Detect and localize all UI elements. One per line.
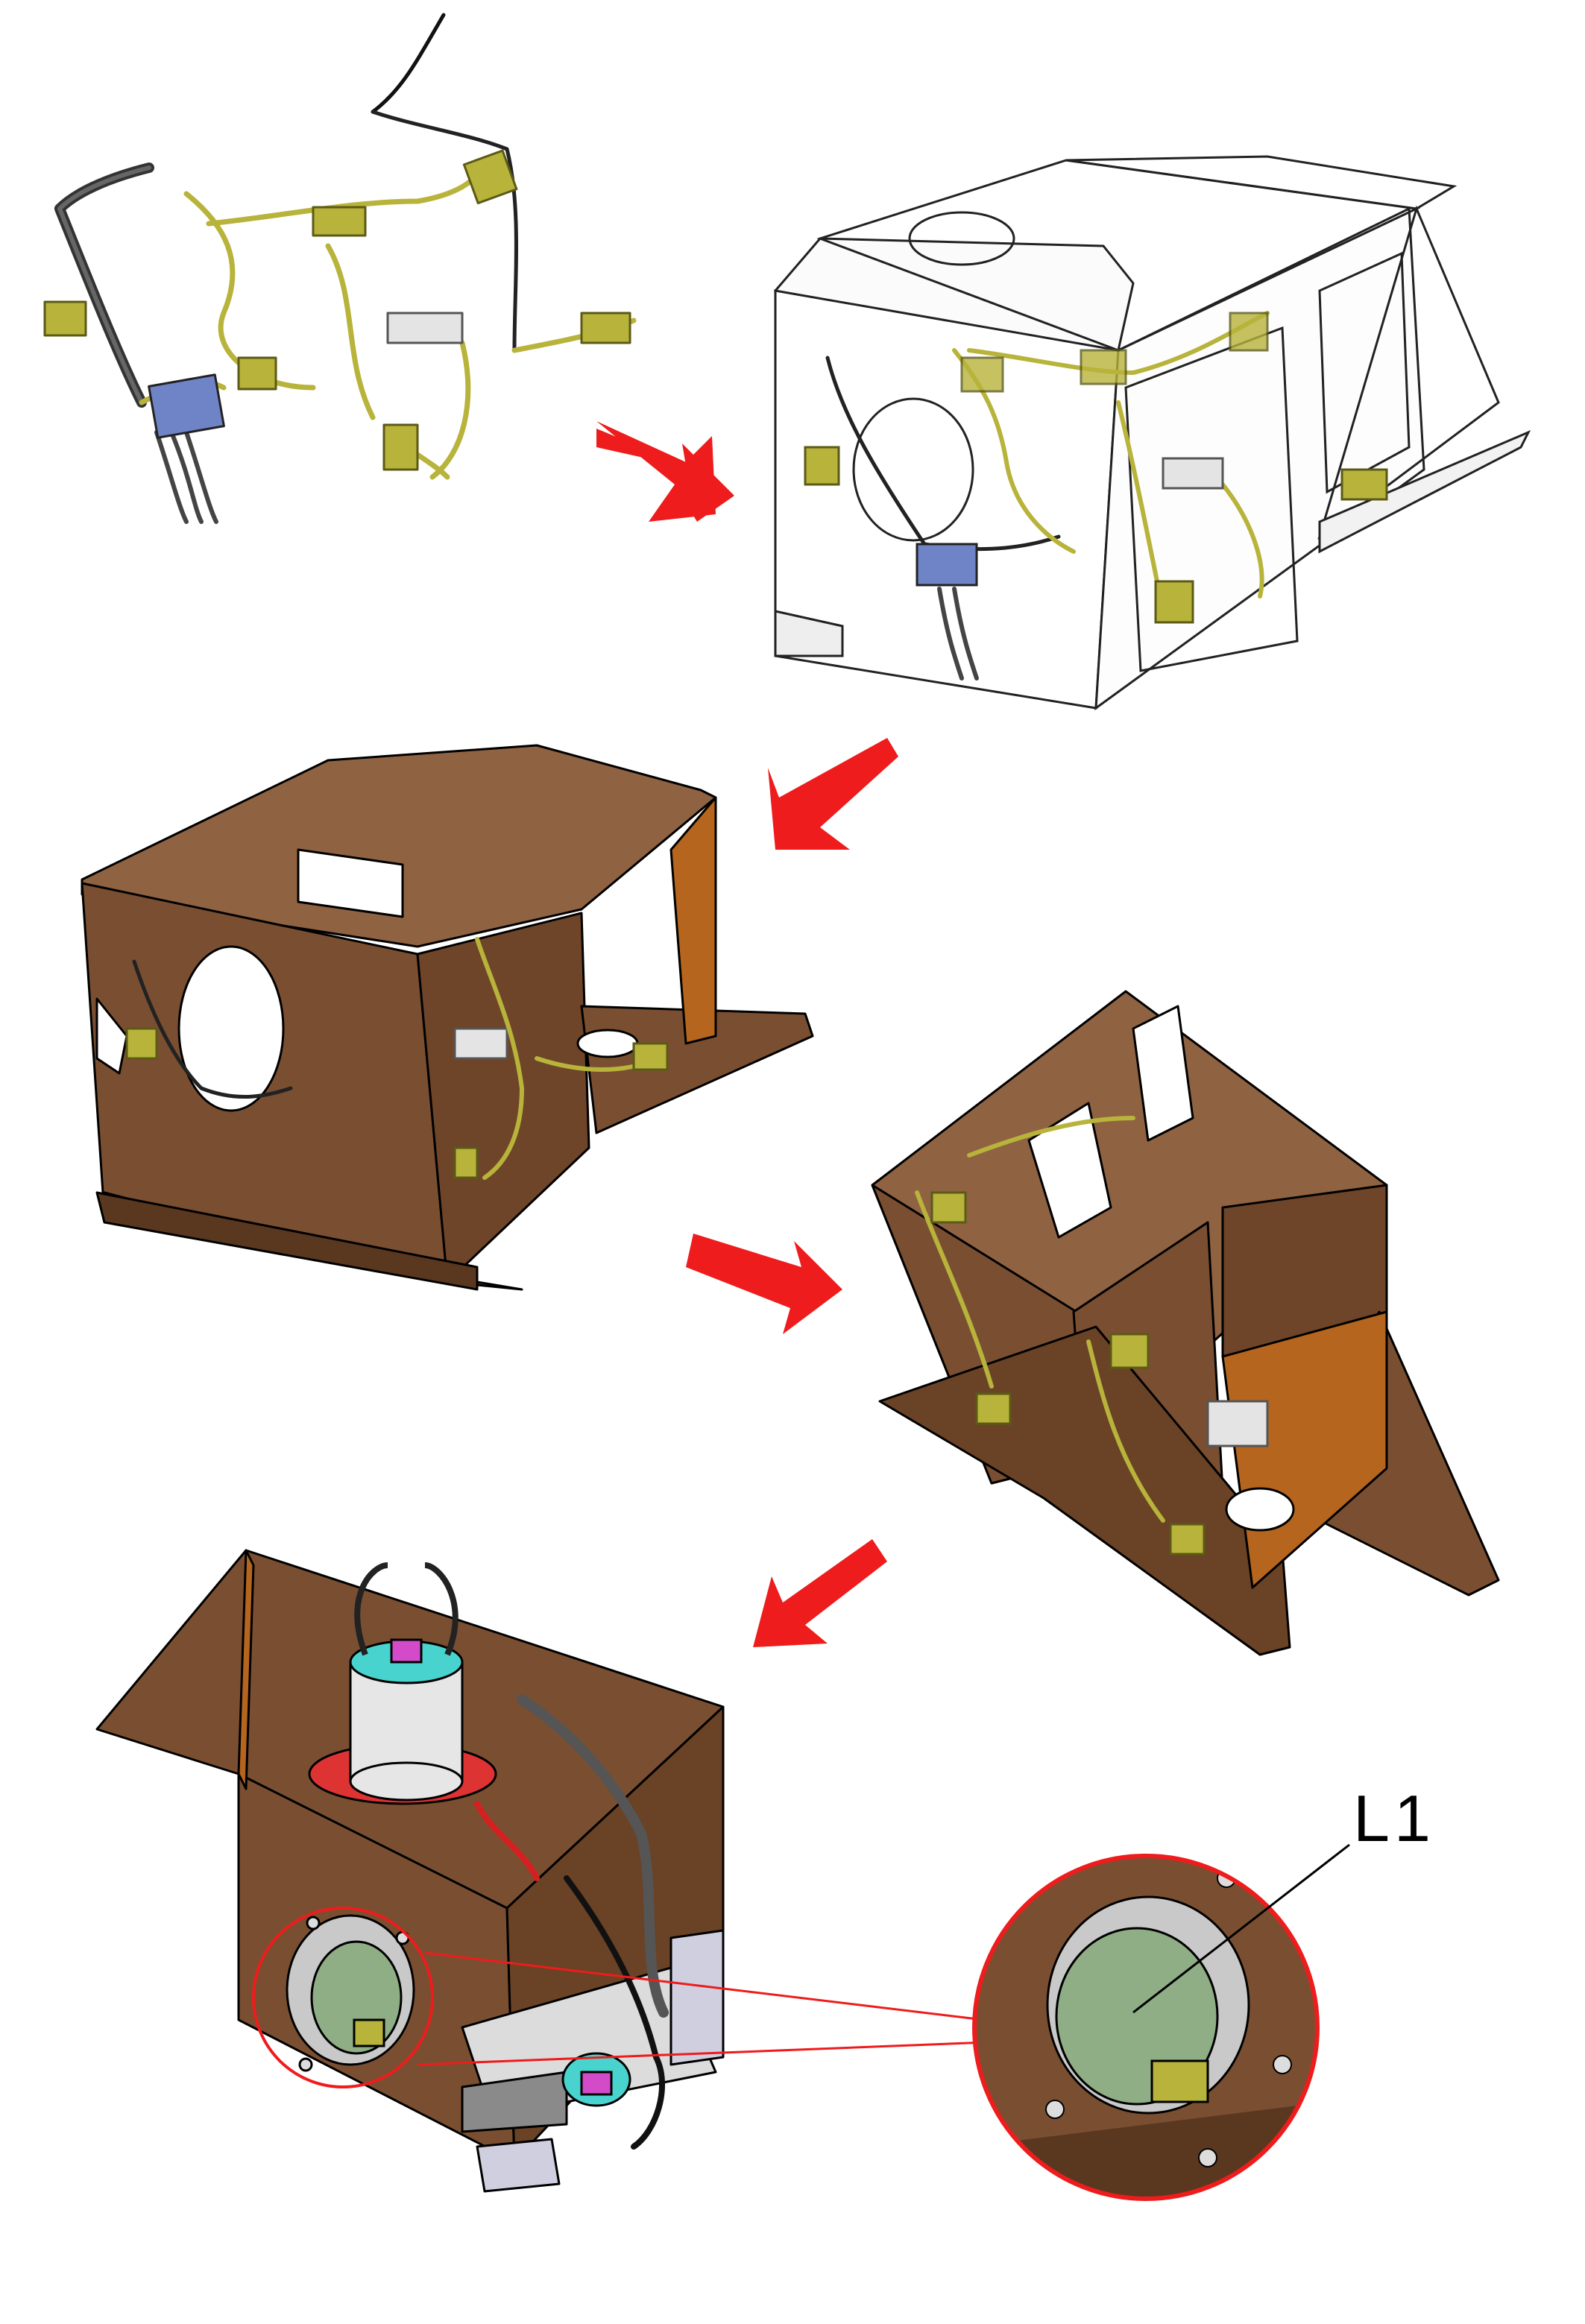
lens-port-small	[286, 1914, 415, 2072]
cylinder-unit	[308, 1562, 497, 1805]
harness-in-view-b	[915, 1116, 1206, 1556]
callout-label: L1	[1353, 1781, 1435, 1855]
label-leader-line	[1132, 1843, 1350, 2014]
red-arrow-icon	[596, 421, 734, 522]
internal-harness	[474, 1694, 669, 2150]
callout-leader-lower	[417, 2041, 989, 2066]
red-arrow-icon	[686, 1234, 842, 1334]
red-arrow-icon	[768, 738, 898, 850]
red-arrow-icon	[753, 1539, 887, 1647]
magnifier-circle-icon	[972, 1854, 1320, 2201]
highlight-circle	[252, 1907, 434, 2088]
callout-leader-upper	[424, 1951, 985, 2021]
harness-in-enclosure	[804, 311, 1388, 681]
wooden-enclosure-view-a	[81, 744, 814, 1291]
sensor-head	[561, 2052, 631, 2107]
harness-in-view-a	[125, 937, 669, 1180]
wiring-harness-loose	[43, 13, 637, 524]
enclosure-wireframe	[773, 155, 1531, 711]
wooden-enclosure-view-b	[871, 990, 1500, 1656]
